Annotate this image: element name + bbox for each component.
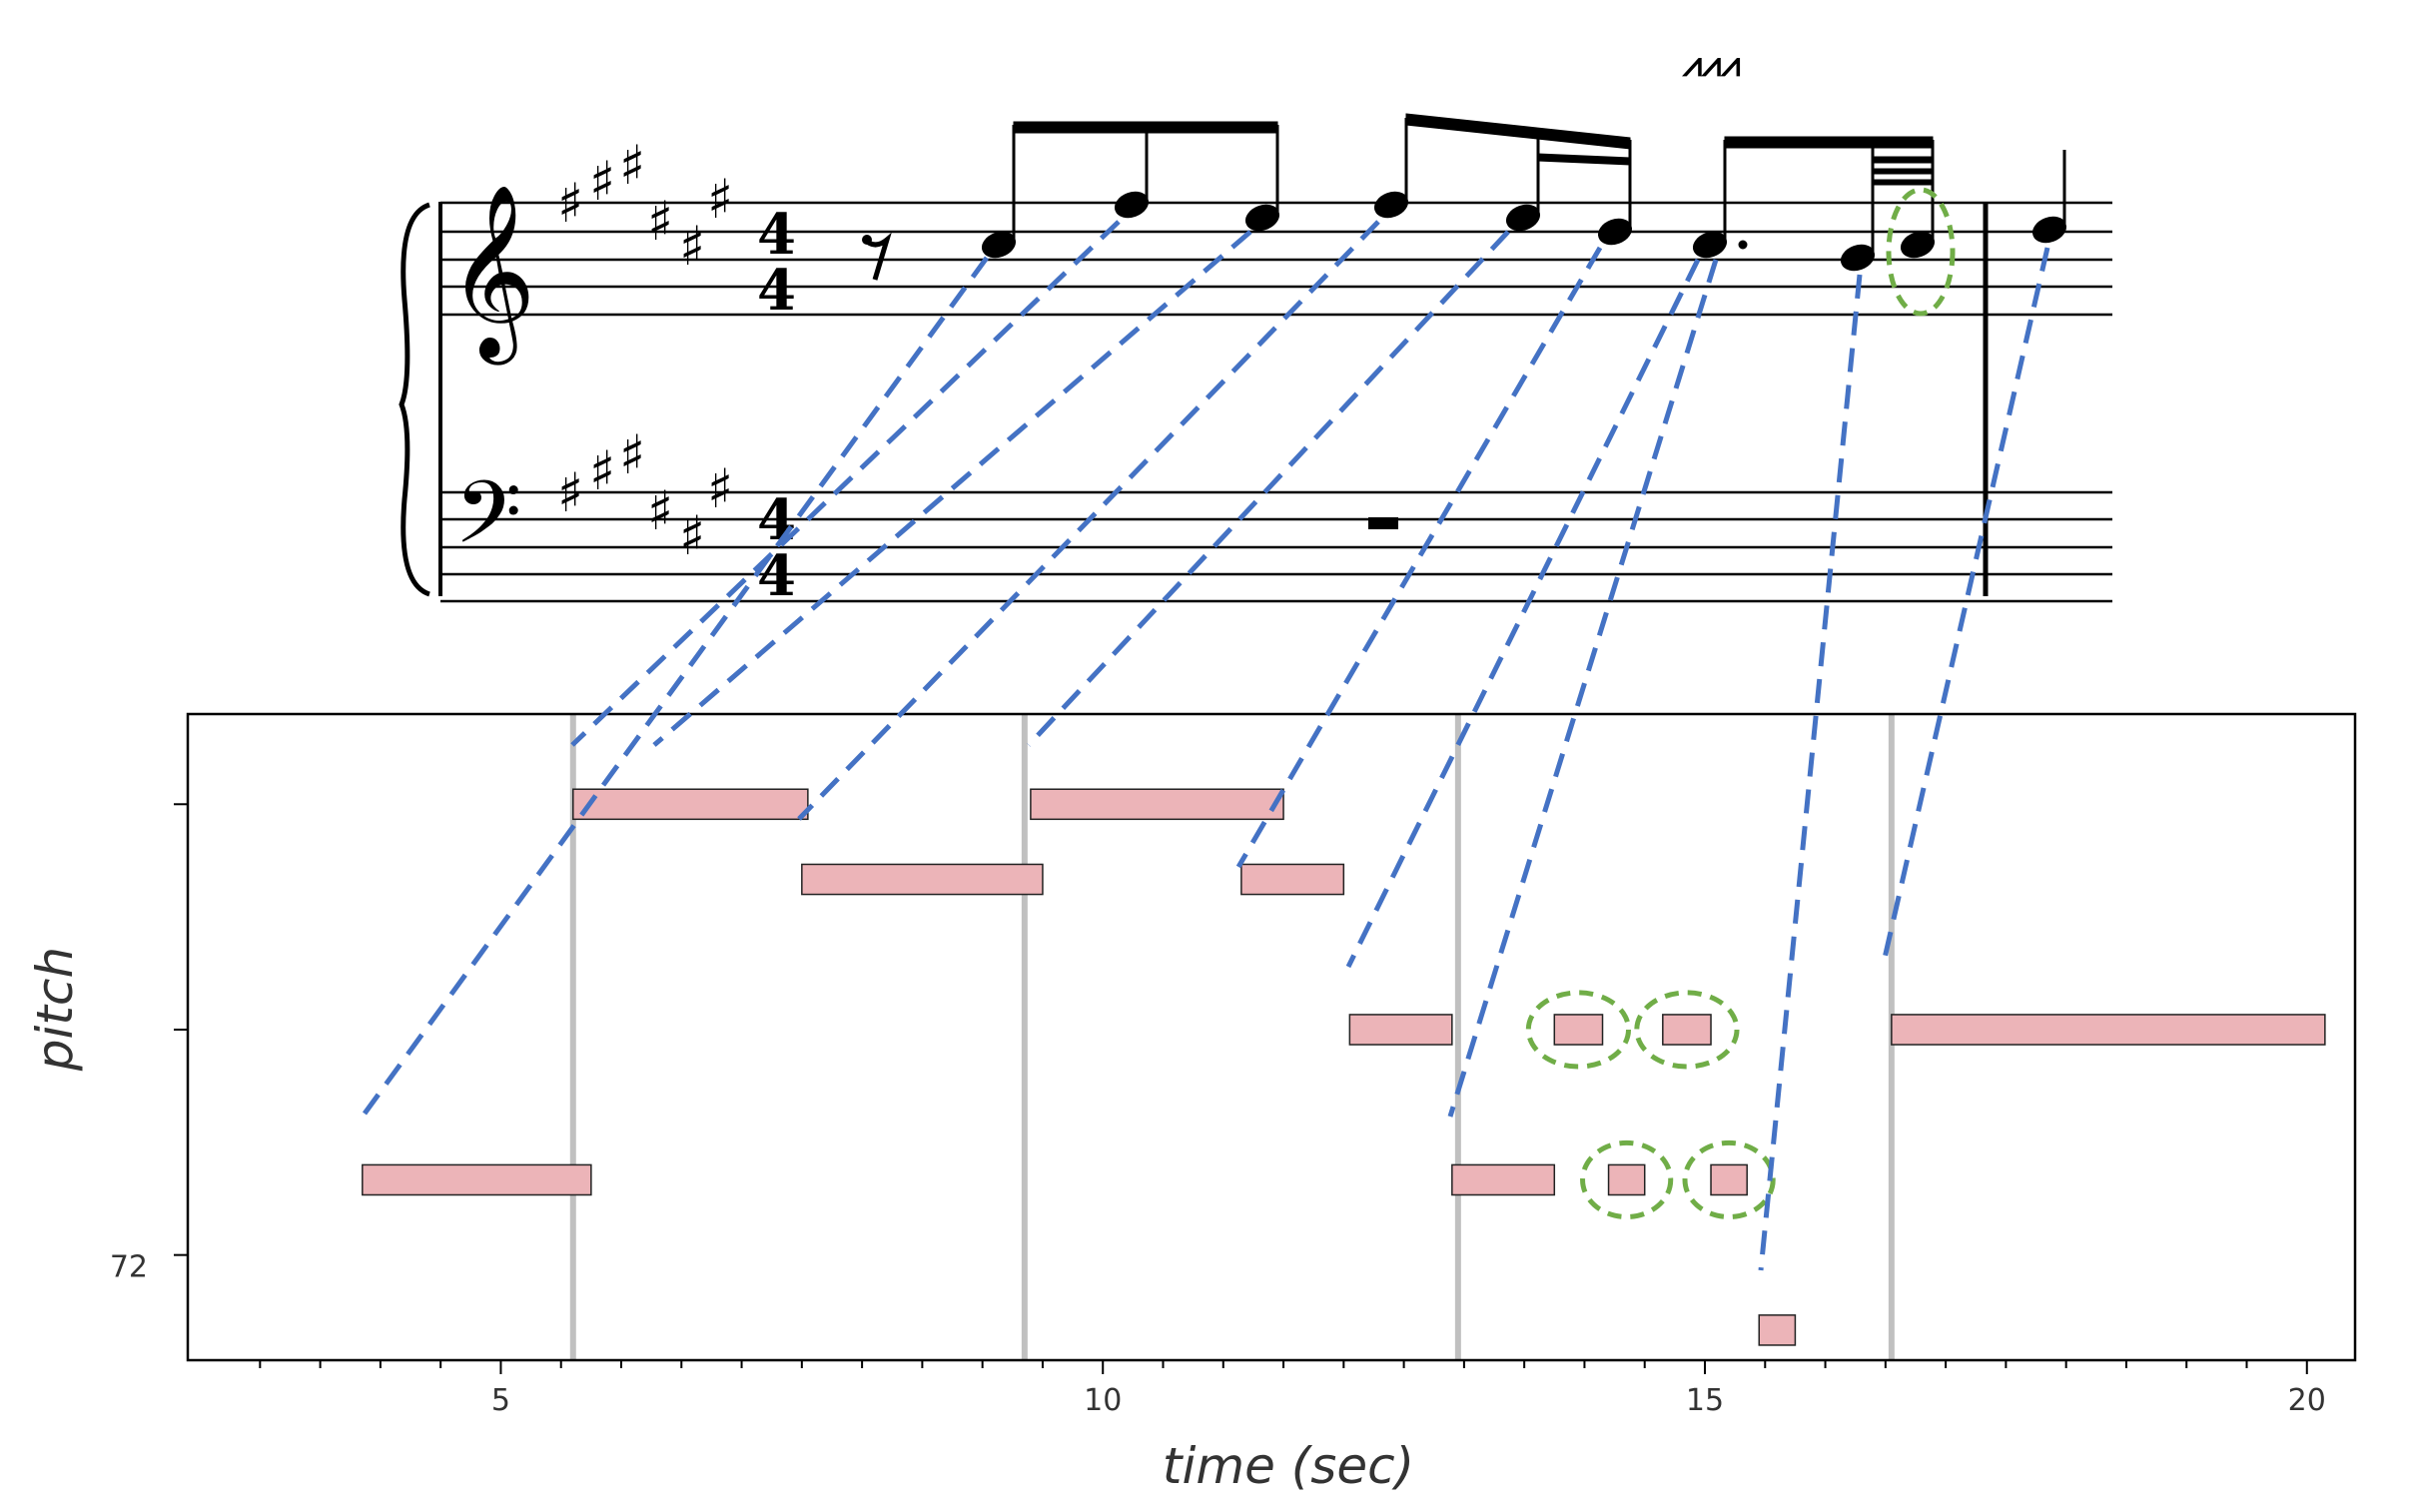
note-bar [1451, 1163, 1556, 1196]
svg-text:♯: ♯ [557, 461, 583, 524]
bass-time-signature: 4 4 [757, 487, 796, 609]
svg-text:4: 4 [757, 258, 796, 324]
ornament-circles [1525, 990, 1776, 1219]
alignment-line [1880, 247, 2050, 968]
note-bar [1553, 1014, 1604, 1046]
svg-text:♯: ♯ [707, 457, 733, 520]
x-axis: 5 10 15 20 [259, 1360, 2326, 1418]
ornament-circle [1525, 990, 1632, 1070]
svg-text:♯: ♯ [679, 215, 705, 278]
bass-clef-icon: 𝄢 [454, 462, 522, 584]
svg-text:♯: ♯ [647, 479, 673, 542]
treble-time-signature: 4 4 [757, 202, 796, 324]
note-bar [1030, 788, 1284, 821]
note-bar [1710, 1163, 1748, 1196]
ornament-circle [1682, 1139, 1776, 1219]
treble-staff [440, 201, 2112, 317]
note-bar [1348, 1014, 1453, 1046]
alignment-line [1758, 274, 1863, 1271]
x-tick-label: 15 [1686, 1383, 1724, 1418]
treble-notes [982, 113, 2066, 272]
alignment-line [797, 220, 1380, 821]
note-bar [362, 1163, 592, 1196]
note-bar [572, 788, 809, 821]
trill-mark: ⩘⩘⩘ [1682, 45, 1741, 85]
svg-text:4: 4 [757, 487, 796, 553]
note-bar [1662, 1014, 1712, 1046]
notes [362, 788, 2326, 1346]
treble-key-signature: ♯♯♯ ♯♯♯ [557, 134, 733, 278]
x-tick-label: 20 [2288, 1383, 2326, 1418]
svg-text:♯: ♯ [619, 134, 645, 197]
half-rest [1368, 517, 1398, 529]
y-axis: 72 [110, 803, 188, 1285]
alignment-line [570, 220, 1121, 747]
note-bar [1891, 1014, 2326, 1046]
alignment-line [362, 256, 990, 1116]
grand-staff-brace [399, 202, 430, 597]
note-bar [1758, 1314, 1797, 1346]
svg-text:♯: ♯ [679, 504, 705, 567]
score-ornament-circle [1886, 187, 1956, 317]
augmentation-dot [1738, 240, 1748, 250]
x-axis-title: time (sec) [1163, 1437, 1414, 1495]
y-tick-label: 72 [110, 1250, 148, 1285]
alignment-line [652, 230, 1252, 747]
plot-frame [186, 712, 2357, 1362]
note-bar [1240, 863, 1345, 896]
alignment-line [1345, 258, 1701, 969]
svg-text:♯: ♯ [557, 172, 583, 235]
svg-text:♯: ♯ [647, 190, 673, 253]
note-bar [801, 863, 1044, 896]
alignment-line [1235, 246, 1603, 869]
svg-text:4: 4 [757, 202, 796, 268]
alignment-lines [362, 220, 2050, 1271]
alignment-line [1447, 259, 1719, 1118]
svg-text:♯: ♯ [589, 439, 615, 502]
note-bar [1607, 1163, 1646, 1196]
sheet-music-score: 𝄞 𝄢 ♯♯♯ ♯♯♯ ♯♯♯ ♯♯♯ 4 4 4 4 [399, 45, 2112, 609]
svg-text:♯: ♯ [589, 150, 615, 213]
svg-text:♯: ♯ [619, 423, 645, 486]
svg-text:4: 4 [757, 543, 796, 609]
bass-staff [440, 490, 2112, 603]
bass-key-signature: ♯♯♯ ♯♯♯ [557, 423, 733, 567]
treble-clef-icon: 𝄞 [447, 184, 536, 366]
piano-roll-chart: 5 10 15 20 72 time (sec) pitch [26, 712, 2357, 1495]
x-tick-label: 10 [1084, 1383, 1122, 1418]
ornament-circle [1580, 1139, 1674, 1219]
alignment-line [1027, 230, 1510, 747]
svg-text:♯: ♯ [707, 168, 733, 231]
y-axis-title: pitch [26, 947, 84, 1072]
x-tick-label: 5 [491, 1383, 510, 1418]
ornament-circle [1634, 990, 1740, 1070]
